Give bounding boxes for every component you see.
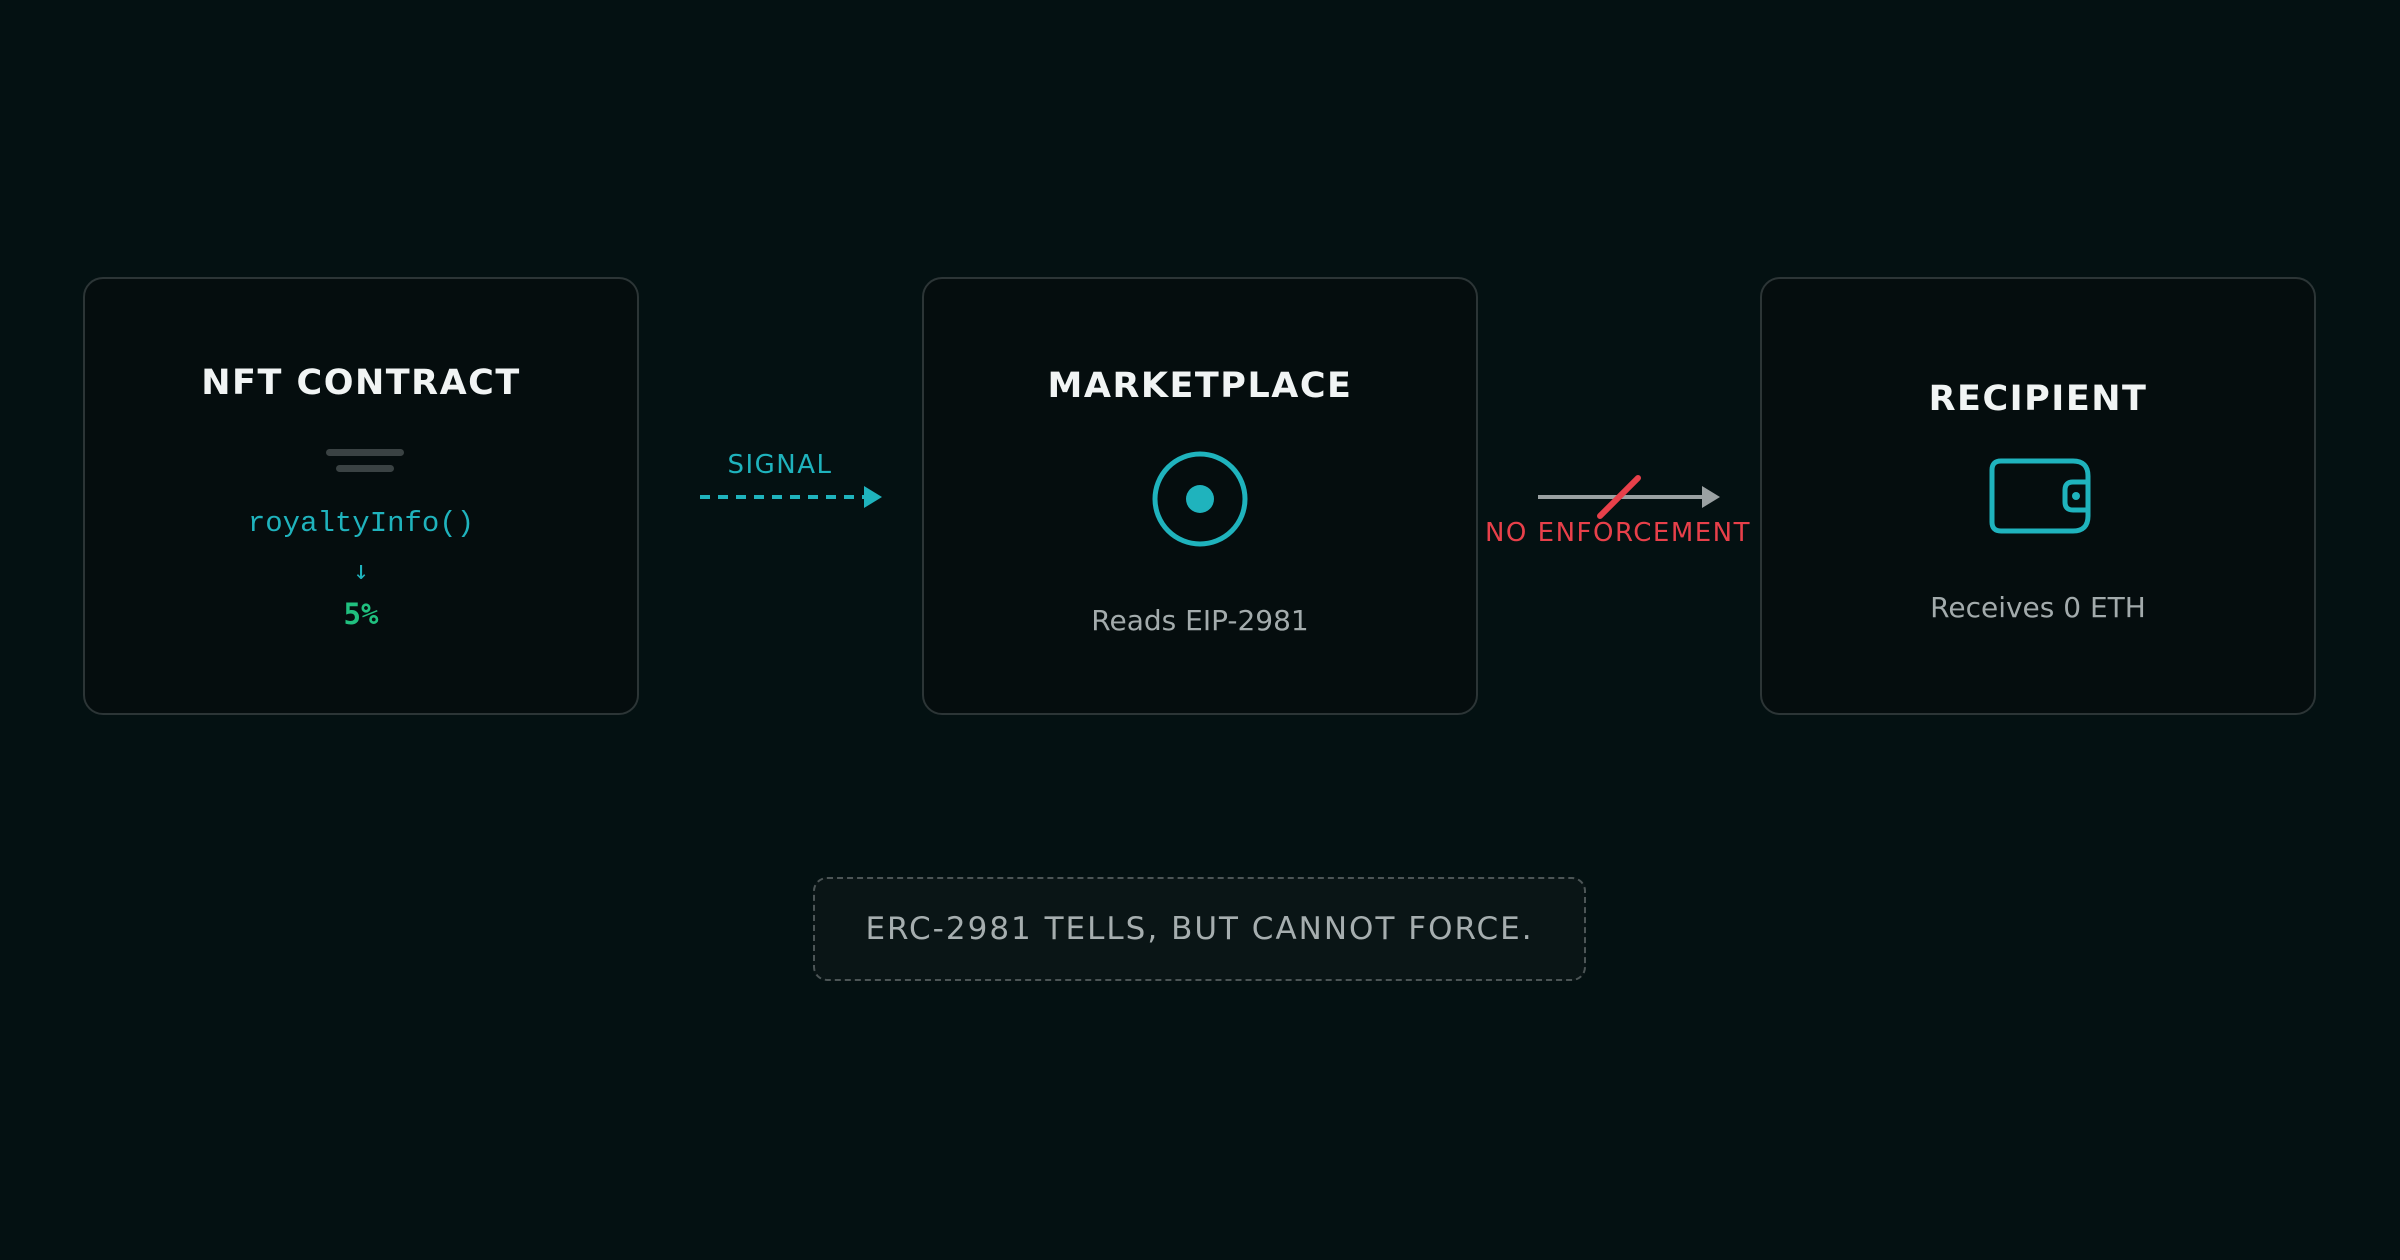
marketplace-title: MARKETPLACE: [1047, 366, 1353, 406]
down-arrow-glyph: ↓: [353, 556, 369, 586]
no-enforcement-label: NO ENFORCEMENT: [1484, 518, 1752, 548]
enforcement-arrow: [1538, 475, 1720, 519]
enforcement-cross-slash: [1597, 475, 1641, 519]
nft-contract-title: NFT CONTRACT: [201, 363, 521, 403]
enforcement-arrow-head: [1702, 486, 1720, 508]
document-lines-icon: [322, 449, 406, 479]
royalty-function-label: royaltyInfo(): [247, 507, 475, 540]
document-line: [326, 449, 404, 456]
footer-note: ERC-2981 TELLS, BUT CANNOT FORCE.: [813, 877, 1586, 981]
wallet-icon: [1989, 458, 2091, 534]
nft-contract-card: NFT CONTRACT royaltyInfo() ↓ 5%: [83, 277, 639, 715]
recipient-caption: Receives 0 ETH: [1930, 591, 2146, 624]
recipient-title: RECIPIENT: [1928, 379, 2148, 419]
marketplace-caption: Reads EIP-2981: [1091, 604, 1309, 637]
signal-arrow-head: [864, 486, 882, 508]
document-line: [336, 465, 394, 472]
signal-arrow: [700, 486, 882, 508]
signal-label: SIGNAL: [727, 450, 833, 480]
target-icon: [1152, 451, 1248, 547]
recipient-card: RECIPIENT Receives 0 ETH: [1760, 277, 2316, 715]
royalty-percent: 5%: [343, 597, 379, 631]
marketplace-card: MARKETPLACE Reads EIP-2981: [922, 277, 1478, 715]
